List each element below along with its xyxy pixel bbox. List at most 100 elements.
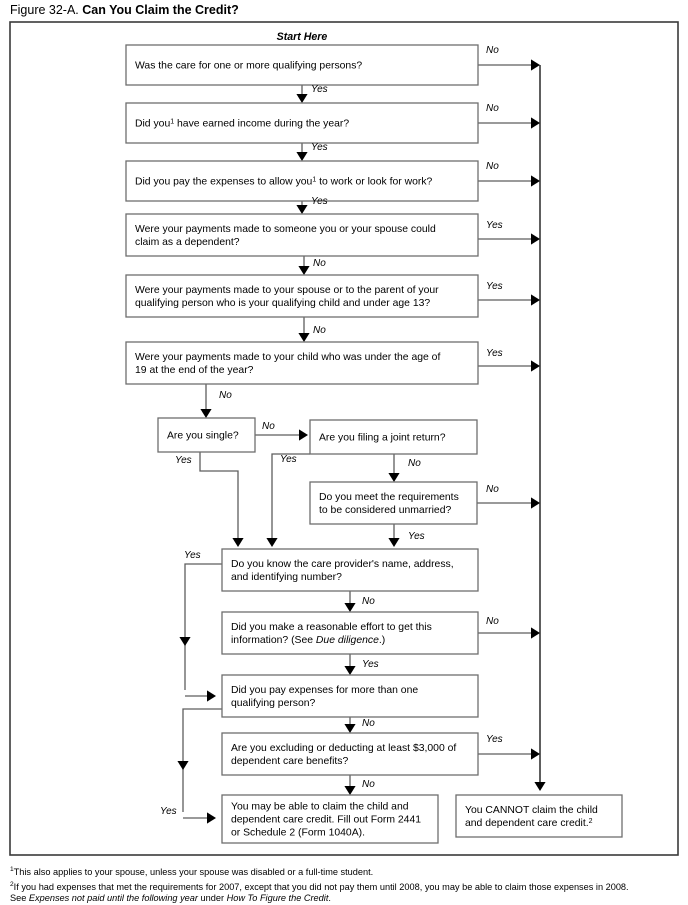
question-know-provider-info-line-2: and identifying number?	[231, 572, 342, 583]
question-excluding-3000-benefits-line-1: Are you excluding or deducting at least …	[231, 743, 456, 754]
page-title: Can You Claim the Credit?	[82, 3, 239, 17]
question-expenses-to-work-line-1: Did you pay the expenses to allow you1 t…	[135, 176, 433, 188]
edge-q1-yes-to-q2-arrowhead	[296, 94, 308, 103]
edge-q6-yes-to-rail-arrowhead	[531, 360, 540, 372]
question-qualifying-persons: Was the care for one or more qualifying …	[125, 44, 479, 86]
question-considered-unmarried: Do you meet the requirements to be consid…	[309, 481, 478, 525]
question-joint-return-box	[309, 419, 478, 455]
edge-q4-yes-to-rail-arrowhead	[531, 233, 540, 245]
question-paid-to-child-under-19-line-1: Were your payments made to your child wh…	[135, 352, 440, 363]
question-paid-to-dependent-line-1: Were your payments made to someone you o…	[135, 224, 436, 235]
question-more-than-one-person-line-2: qualifying person?	[231, 698, 316, 709]
edge-q11-no-to-rail-arrowhead	[531, 627, 540, 639]
result-can-claim-credit-line-2: dependent care credit. Fill out Form 244…	[231, 815, 421, 826]
edge-label-e-q11-no: No	[486, 616, 499, 627]
result-can-claim-credit-box	[221, 794, 439, 844]
footnote-2: 2If you had expenses that met the requir…	[10, 879, 682, 894]
question-excluding-3000-benefits-box	[221, 732, 479, 776]
edge-label-e-q3-yes: Yes	[311, 196, 328, 207]
edge-label-e-q7-yes: Yes	[175, 455, 192, 466]
edge-q8-yes-to-q10	[271, 453, 310, 541]
edge-q13-yes-to-rail-arrowhead	[531, 748, 540, 760]
edge-q7-yes-to-q10	[199, 452, 239, 541]
edge-label-e-q11-yes: Yes	[362, 659, 379, 670]
footnote-2-cont-post: .	[328, 893, 331, 904]
figure-number: Figure 32-A.	[10, 3, 79, 17]
edge-label-e-q4-no: No	[313, 258, 326, 269]
edge-rail-to-cannot-claim-arrowhead	[534, 782, 546, 791]
start-here-label-group: Start Here	[277, 31, 328, 43]
edge-label-e-q12-no: No	[362, 718, 375, 729]
edge-label-e-q6-yes: Yes	[486, 348, 503, 359]
result-cannot-claim-credit-line-1: You CANNOT claim the child	[465, 805, 598, 816]
question-earned-income-box	[125, 102, 479, 144]
edge-q3-yes-to-q4-arrowhead	[296, 205, 308, 214]
question-know-provider-info-box	[221, 548, 479, 592]
question-more-than-one-person-box	[221, 674, 479, 718]
question-earned-income-line-1: Did you1 have earned income during the y…	[135, 118, 349, 130]
edge-q10-yes-to-q12	[184, 563, 222, 690]
edge-q5-no-to-q6-arrowhead	[298, 333, 310, 342]
edge-label-e-q2-yes: Yes	[311, 142, 328, 153]
question-paid-to-dependent-box	[125, 213, 479, 257]
edge-label-e-q13-no: No	[362, 779, 375, 790]
question-earned-income: Did you1 have earned income during the y…	[125, 102, 479, 144]
edge-label-e-q3-no: No	[486, 161, 499, 172]
edge-q6-no-to-q7-arrowhead	[200, 409, 212, 418]
edge-q12-yes-to-r1-arrowhead	[207, 812, 216, 824]
figure-border	[9, 21, 679, 856]
edge-q8-no-to-q9-arrowhead	[388, 473, 400, 482]
footnote-1: 1This also applies to your spouse, unles…	[10, 864, 682, 879]
question-paid-to-child-under-19-box	[125, 341, 479, 385]
result-can-claim-credit: You may be able to claim the child andde…	[221, 794, 439, 844]
question-expenses-to-work-box	[125, 160, 479, 202]
question-paid-to-dependent-line-2: claim as a dependent?	[135, 237, 240, 248]
question-considered-unmarried-box	[309, 481, 478, 525]
edge-q5-yes-to-rail-arrowhead	[531, 294, 540, 306]
result-can-claim-credit-line-3: or Schedule 2 (Form 1040A).	[231, 828, 365, 839]
edge-q11-yes-to-q12-arrowhead	[344, 666, 356, 675]
question-considered-unmarried-line-2: to be considered unmarried?	[319, 505, 451, 516]
question-paid-to-spouse-or-parent-line-2: qualifying person who is your qualifying…	[135, 298, 430, 309]
question-more-than-one-person: Did you pay expenses for more than onequ…	[221, 674, 479, 718]
edge-label-e-q10-no: No	[362, 596, 375, 607]
edge-label-e-q4-yes: Yes	[486, 220, 503, 231]
footnote-2-cont-italic-1: Expenses not paid until the following ye…	[28, 893, 198, 904]
question-paid-to-spouse-or-parent: Were your payments made to your spouse o…	[125, 274, 479, 318]
edge-label-e-q9-no: No	[486, 484, 499, 495]
footnote-2-cont-italic-2: How To Figure the Credit	[226, 893, 329, 904]
edge-label-e-q13-yes: Yes	[486, 734, 503, 745]
figure-caption: Figure 32-A. Can You Claim the Credit?	[10, 2, 239, 18]
question-paid-to-spouse-or-parent-line-1: Were your payments made to your spouse o…	[135, 285, 439, 296]
question-paid-to-child-under-19: Were your payments made to your child wh…	[125, 341, 479, 385]
question-joint-return-line-1: Are you filing a joint return?	[319, 433, 446, 444]
edge-label-e-r1-yes: Yes	[160, 806, 177, 817]
edge-q1-no-to-rail-arrowhead	[531, 59, 540, 71]
question-know-provider-info: Do you know the care provider's name, ad…	[221, 548, 479, 592]
question-reasonable-effort-box	[221, 611, 479, 655]
edge-q2-yes-to-q3-arrowhead	[296, 152, 308, 161]
question-know-provider-info-line-1: Do you know the care provider's name, ad…	[231, 559, 454, 570]
question-expenses-to-work: Did you pay the expenses to allow you1 t…	[125, 160, 479, 202]
question-are-you-single: Are you single?	[157, 417, 256, 453]
edge-q3-no-to-rail-arrowhead	[531, 175, 540, 187]
footnote-1-text: This also applies to your spouse, unless…	[13, 867, 374, 878]
question-qualifying-persons-box	[125, 44, 479, 86]
edge-q4-no-to-q5-arrowhead	[298, 266, 310, 275]
hint-q12-yes-down	[177, 761, 189, 770]
question-paid-to-child-under-19-line-2: 19 at the end of the year?	[135, 365, 254, 376]
question-considered-unmarried-line-1: Do you meet the requirements	[319, 492, 459, 503]
question-reasonable-effort: Did you make a reasonable effort to get …	[221, 611, 479, 655]
edge-q9-yes-to-q10-arrowhead	[388, 538, 400, 547]
start-here-label: Start Here	[277, 31, 328, 43]
edge-label-e-q5-yes: Yes	[486, 281, 503, 292]
edge-label-e-q1-yes: Yes	[311, 84, 328, 95]
edge-q8-yes-to-q10-arrowhead	[266, 538, 278, 547]
figure-frame	[9, 21, 679, 856]
question-excluding-3000-benefits-line-2: dependent care benefits?	[231, 756, 348, 767]
edge-q12-yes-to-r1	[182, 708, 222, 812]
footnote-2-cont-mid: under	[197, 893, 227, 904]
edge-q2-no-to-rail-arrowhead	[531, 117, 540, 129]
